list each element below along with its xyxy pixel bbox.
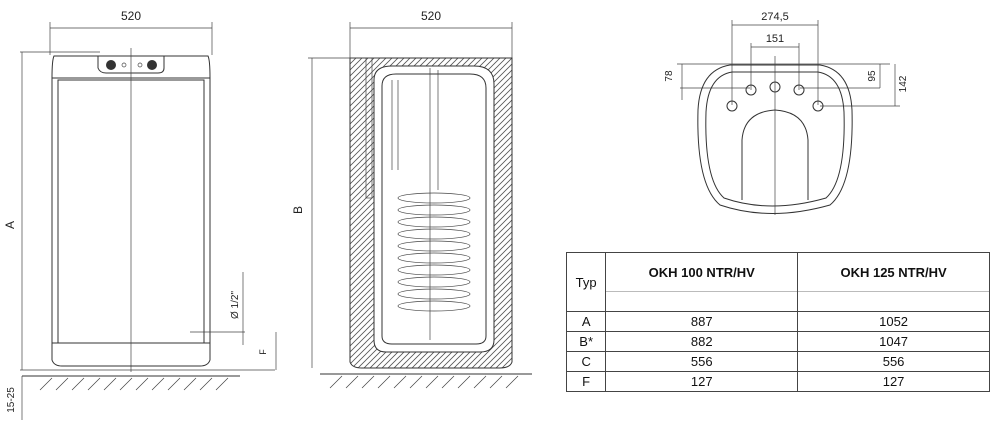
dim-151-label: 151 bbox=[766, 33, 784, 45]
top-view: 274,5 151 78 95 142 bbox=[664, 11, 909, 215]
connector-icon bbox=[106, 60, 116, 70]
connector-icon bbox=[147, 60, 157, 70]
section-width-label: 520 bbox=[421, 9, 441, 23]
pipe-size-label: Ø 1/2" bbox=[230, 291, 241, 319]
dim-78-label: 78 bbox=[664, 70, 675, 82]
dim-95-label: 95 bbox=[867, 70, 878, 82]
header-okh125: OKH 125 NTR/HV bbox=[797, 252, 990, 292]
cell: C bbox=[565, 351, 607, 372]
header-typ: Typ bbox=[565, 252, 607, 312]
cell: A bbox=[565, 311, 607, 332]
cell: 127 bbox=[797, 371, 990, 392]
cell: 1047 bbox=[797, 331, 990, 352]
cell: 1052 bbox=[797, 311, 990, 332]
header-okh100: OKH 100 NTR/HV bbox=[605, 252, 799, 292]
height-b-label: B bbox=[291, 206, 305, 214]
dim-142-label: 142 bbox=[898, 75, 909, 92]
cell: 556 bbox=[797, 351, 990, 372]
cell: B* bbox=[565, 331, 607, 352]
section-view: 520 B bbox=[291, 9, 532, 389]
cell: 882 bbox=[605, 331, 799, 352]
height-a-label: A bbox=[3, 221, 17, 229]
dim-274-label: 274,5 bbox=[761, 11, 789, 23]
f-label: F bbox=[258, 349, 268, 355]
front-width-label: 520 bbox=[121, 9, 141, 23]
front-view: 520 A 15-25 Ø 1/2" F bbox=[3, 9, 277, 420]
cell: 127 bbox=[605, 371, 799, 392]
cell: 887 bbox=[605, 311, 799, 332]
cell: 556 bbox=[605, 351, 799, 372]
cell: F bbox=[565, 371, 607, 392]
feet-height-label: 15-25 bbox=[6, 387, 17, 413]
